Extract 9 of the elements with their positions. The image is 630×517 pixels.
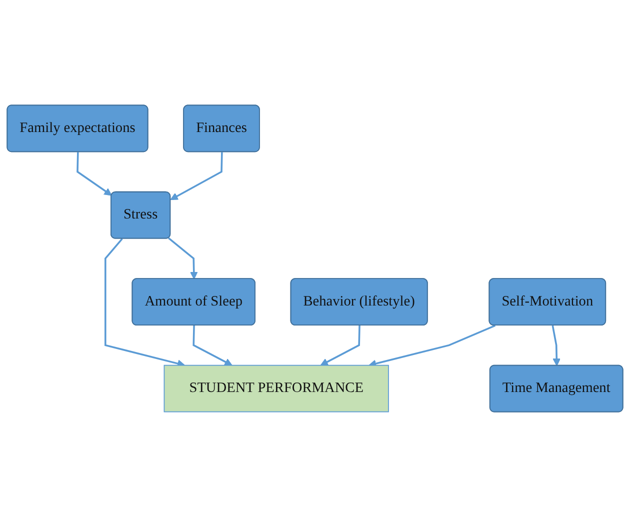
arrow bbox=[320, 326, 360, 366]
arrow bbox=[368, 324, 496, 368]
arrow bbox=[170, 152, 223, 200]
arrow bbox=[168, 237, 198, 280]
arrow bbox=[104, 238, 186, 368]
arrow bbox=[552, 325, 561, 366]
node-box: STUDENT PERFORMANCE bbox=[164, 364, 389, 412]
arrow bbox=[76, 152, 112, 196]
arrow bbox=[192, 326, 232, 366]
